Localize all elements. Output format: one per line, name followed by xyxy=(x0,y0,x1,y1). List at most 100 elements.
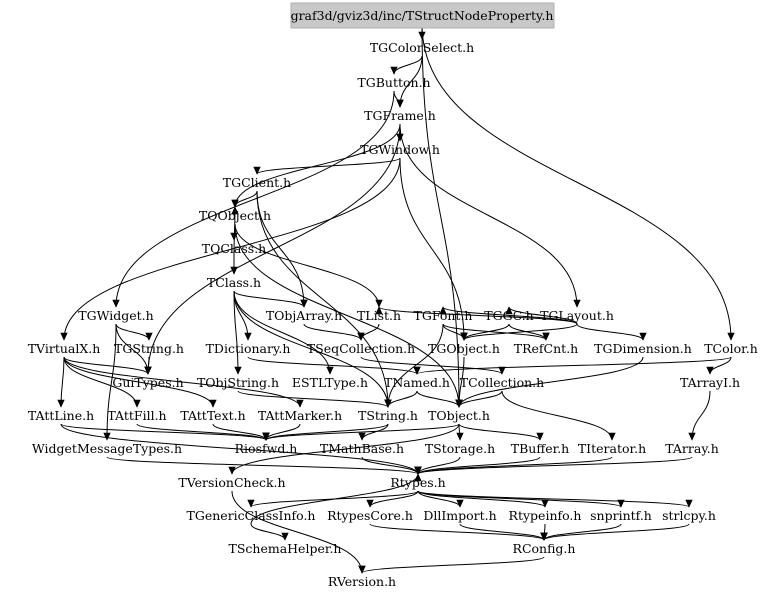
arrowhead xyxy=(727,332,735,341)
node-tatttext[interactable]: TAttText.h xyxy=(180,408,245,423)
arrowhead xyxy=(244,332,252,341)
node-tstring[interactable]: TString.h xyxy=(358,408,418,423)
node-tversioncheck[interactable]: TVersionCheck.h xyxy=(178,475,285,490)
root-node-label[interactable]: graf3d/gviz3d/inc/TStructNodeProperty.h xyxy=(291,8,554,23)
arrowhead xyxy=(281,532,289,541)
node-tglayout[interactable]: TGLayout.h xyxy=(540,308,614,323)
edge-tobjstring-to-tstring xyxy=(237,390,389,408)
arrowhead xyxy=(358,565,366,574)
node-tattfill[interactable]: TAttFill.h xyxy=(107,408,166,423)
node-widgetmessagetypes[interactable]: WidgetMessageTypes.h xyxy=(32,441,182,456)
node-tgframe[interactable]: TGFrame.h xyxy=(364,108,436,123)
node-tgobject[interactable]: TGObject.h xyxy=(428,341,500,356)
node-dllimport[interactable]: DllImport.h xyxy=(423,508,496,523)
edge-tattfill-to-riosfwd xyxy=(136,423,267,441)
edge-tgwindow-to-tgobject xyxy=(399,157,465,341)
node-tgcolorselect[interactable]: TGColorSelect.h xyxy=(370,40,474,55)
edge-tnamed-to-tobject xyxy=(416,390,460,408)
node-tgstring[interactable]: TGString.h xyxy=(114,341,184,356)
node-tqobject[interactable]: TQObject.h xyxy=(199,208,271,223)
arrowhead xyxy=(300,299,308,308)
node-tschemahelper[interactable]: TSchemaHelper.h xyxy=(229,541,342,556)
node-tqclass[interactable]: TQClass.h xyxy=(202,241,266,256)
arrowhead xyxy=(57,399,65,408)
edge-tqobject-to-tobject xyxy=(234,223,460,408)
edge-tnamed-to-tstring xyxy=(387,390,418,408)
node-rtypeinfo[interactable]: Rtypeinfo.h xyxy=(509,508,582,523)
node-tcollection[interactable]: TCollection.h xyxy=(460,375,544,390)
node-rtypescore[interactable]: RtypesCore.h xyxy=(327,508,413,523)
node-tgenericclassinfo[interactable]: TGenericClassInfo.h xyxy=(187,508,316,523)
node-tgfont[interactable]: TGFont.h xyxy=(414,308,473,323)
edge-tattline-to-rtypes xyxy=(60,423,419,475)
node-tobject[interactable]: TObject.h xyxy=(428,408,490,423)
node-tlist[interactable]: TList.h xyxy=(357,308,401,323)
edge-rtypes-to-rtypescore xyxy=(369,490,419,508)
edge-tvirtualx-to-guitypes xyxy=(63,356,149,375)
edge-rtypes-to-strlcpy xyxy=(417,490,690,508)
node-tobjarray[interactable]: TObjArray.h xyxy=(266,308,342,323)
edge-tgclient-to-tobjarray xyxy=(256,190,305,308)
node-tarrayi[interactable]: TArrayI.h xyxy=(680,375,740,390)
node-tnamed[interactable]: TNamed.h xyxy=(384,375,450,390)
edge-tvirtualx-to-tatttext xyxy=(63,356,214,408)
arrowhead xyxy=(133,399,141,408)
node-tseqcollection[interactable]: TSeqCollection.h xyxy=(307,341,415,356)
node-tggc[interactable]: TGGC.h xyxy=(484,308,533,323)
edge-tattline-to-riosfwd xyxy=(60,423,267,441)
edge-tarrayi-to-tarray xyxy=(691,390,711,441)
node-tvirtualx[interactable]: TVirtualX.h xyxy=(28,341,101,356)
edge-widgetmessagetypes-to-rtypes xyxy=(106,456,419,475)
node-estltype[interactable]: ESTLType.h xyxy=(292,375,368,390)
edge-tseqcollection-to-tcollection xyxy=(360,356,503,375)
arrowhead xyxy=(414,473,422,482)
node-tgbutton[interactable]: TGButton.h xyxy=(357,75,430,90)
arrowhead xyxy=(542,332,550,341)
node-rtypes[interactable]: Rtypes.h xyxy=(390,475,445,490)
node-tgdimension[interactable]: TGDimension.h xyxy=(594,341,692,356)
edge-tcollection-to-tobject xyxy=(458,390,503,408)
node-tstorage[interactable]: TStorage.h xyxy=(425,441,495,456)
node-tdictionary[interactable]: TDictionary.h xyxy=(206,341,291,356)
edge-rtypescore-to-rconfig xyxy=(369,523,545,541)
arrowhead xyxy=(460,332,468,341)
node-tobjstring[interactable]: TObjString.h xyxy=(197,375,279,390)
node-riosfwd[interactable]: Riosfwd.h xyxy=(235,441,298,456)
edge-rtypes-to-snprintf xyxy=(417,490,622,508)
node-tbuffer[interactable]: TBuffer.h xyxy=(511,441,569,456)
edge-tvirtualx-to-tattline xyxy=(60,356,65,408)
node-tgwidget[interactable]: TGWidget.h xyxy=(78,308,153,323)
node-guitypes[interactable]: GuiTypes.h xyxy=(112,375,183,390)
arrowhead xyxy=(262,432,270,441)
arrowhead xyxy=(617,499,625,508)
node-tattline[interactable]: TAttLine.h xyxy=(28,408,94,423)
node-strlcpy[interactable]: strlcpy.h xyxy=(662,508,716,523)
node-tarray[interactable]: TArray.h xyxy=(665,441,719,456)
edge-tgdimension-to-tobject xyxy=(458,356,644,408)
node-tgwindow[interactable]: TGWindow.h xyxy=(360,142,440,157)
node-titerator[interactable]: TIterator.h xyxy=(578,441,646,456)
node-tmathbase[interactable]: TMathBase.h xyxy=(320,441,404,456)
edge-tgwindow-to-tgclient xyxy=(256,157,401,175)
root-node-box[interactable] xyxy=(290,2,555,29)
node-rconfig[interactable]: RConfig.h xyxy=(513,541,576,556)
edge-tgwindow-to-tvirtualx xyxy=(63,157,401,341)
edge-tobject-to-tbuffer xyxy=(458,423,541,441)
arrowhead xyxy=(413,366,421,375)
edge-tstorage-to-rtypes xyxy=(417,456,461,475)
edge-tclass-to-estltype xyxy=(233,290,331,375)
edge-tvirtualx-to-tattfill xyxy=(63,356,138,408)
arrowhead xyxy=(144,366,152,375)
arrowhead xyxy=(326,366,334,375)
arrowhead xyxy=(439,306,447,315)
node-tclass[interactable]: TClass.h xyxy=(207,275,261,290)
node-trefcnt[interactable]: TRefCnt.h xyxy=(514,341,578,356)
edge-titerator-to-rtypes xyxy=(417,456,613,475)
node-rversion[interactable]: RVersion.h xyxy=(328,574,396,589)
node-snprintf[interactable]: snprintf.h xyxy=(590,508,652,523)
node-tcolor[interactable]: TColor.h xyxy=(704,341,758,356)
edge-tgenericclassinfo-to-rtypes xyxy=(250,473,419,525)
node-tattmarker[interactable]: TAttMarker.h xyxy=(258,408,342,423)
node-tgclient[interactable]: TGClient.h xyxy=(223,175,291,190)
